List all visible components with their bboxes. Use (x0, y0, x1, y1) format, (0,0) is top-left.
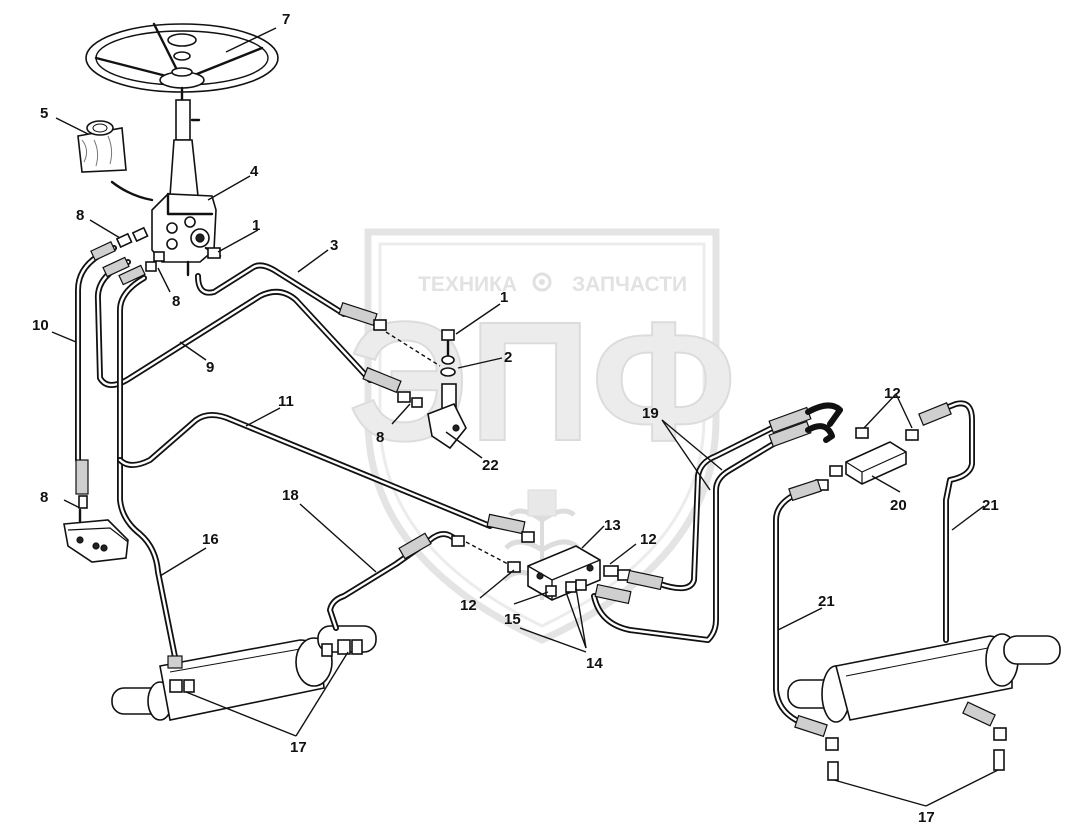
hose-19 (626, 402, 843, 592)
watermark: ТЕХНИКА ЗАПЧАСТИ ЭПФ (347, 228, 737, 644)
callout-18: 18 (282, 487, 299, 504)
callout-4: 4 (250, 163, 259, 180)
hose-11 (117, 412, 535, 543)
callout-21-right: 21 (982, 497, 999, 514)
watermark-left-word: ТЕХНИКА (418, 273, 517, 296)
callout-21-left: 21 (818, 593, 835, 610)
leader-lines (51, 27, 999, 807)
callout-1-top: 1 (252, 217, 260, 234)
callout-20: 20 (890, 497, 907, 514)
left-steering-cylinder (111, 625, 377, 721)
hose-9 (94, 256, 373, 388)
tee-block (815, 427, 919, 491)
hose-21-right (918, 400, 975, 643)
callout-10: 10 (32, 317, 49, 334)
callout-9: 9 (206, 359, 214, 376)
hose-3 (195, 262, 387, 331)
callout-2: 2 (504, 349, 512, 366)
hose-14 (591, 437, 783, 643)
callout-15: 15 (504, 611, 521, 628)
right-steering-cylinder (787, 633, 1061, 781)
steering-control-valve (151, 192, 222, 277)
callout-11: 11 (278, 393, 294, 410)
callout-16: 16 (202, 531, 219, 548)
callout-13: 13 (604, 517, 621, 534)
callout-labels: 7 5 4 1 8 8 3 1 2 10 9 11 8 22 8 16 18 1… (32, 11, 999, 826)
callout-8-top: 8 (76, 207, 84, 224)
callout-5: 5 (40, 105, 48, 122)
callout-22: 22 (482, 457, 499, 474)
valve-fittings (115, 226, 165, 272)
callout-17-right: 17 (918, 809, 935, 826)
hose-21-left (773, 478, 822, 723)
hose-16 (117, 264, 179, 665)
callout-12-tee: 12 (884, 385, 901, 402)
hose-9-end-fitting (362, 366, 423, 408)
hose-18 (327, 531, 465, 631)
connector-block (63, 519, 129, 563)
watermark-monogram: ЭПФ (348, 287, 736, 477)
steering-wheel (85, 22, 279, 102)
callout-12-left: 12 (460, 597, 477, 614)
watermark-wheat-icon (502, 489, 582, 600)
callout-14: 14 (586, 655, 603, 672)
callout-17-left: 17 (290, 739, 307, 756)
watermark-gear-icon (532, 272, 552, 292)
watermark-right-word: ЗАПЧАСТИ (572, 273, 687, 296)
priority-valve-block (465, 541, 631, 601)
callout-1-relief: 1 (500, 289, 508, 306)
callout-8-valve: 8 (172, 293, 180, 310)
seal-kit-bag (77, 120, 154, 202)
callout-12-right: 12 (640, 531, 657, 548)
relief-valve (385, 329, 467, 450)
callout-3: 3 (330, 237, 338, 254)
callout-8-block: 8 (40, 489, 48, 506)
hose-10 (75, 241, 117, 530)
callout-7: 7 (282, 11, 290, 28)
steering-column (169, 99, 201, 197)
callout-8-hose: 8 (376, 429, 384, 446)
callout-19: 19 (642, 405, 659, 422)
